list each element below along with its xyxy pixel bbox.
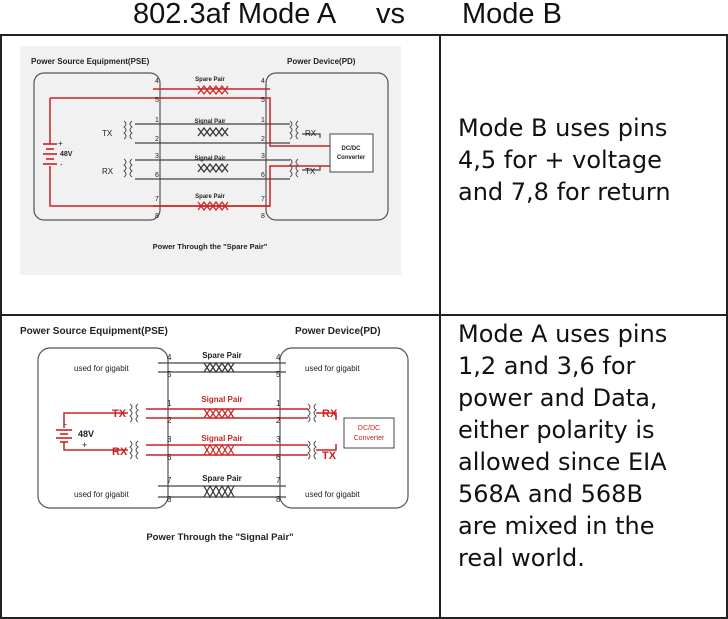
pse-box [33, 72, 161, 221]
pin-right-5: 5 [276, 370, 281, 379]
table-border [0, 34, 728, 619]
minus-sign: - [64, 419, 67, 429]
pin-left-3: 3 [167, 435, 172, 444]
pd-tx-label: TX [305, 167, 316, 176]
pair-label-3: Signal Pair [201, 434, 242, 443]
pin-left-4: 4 [155, 78, 159, 85]
twisted-pair-icons [203, 361, 235, 499]
title-vs: vs [376, 0, 405, 30]
comparison-table [0, 34, 728, 619]
pse-rx-label: RX [112, 446, 128, 458]
mode-b-description: Mode B uses pins 4,5 for + voltage and 7… [458, 114, 671, 206]
pair-label-1: Spare Pair [195, 77, 225, 83]
voltage-label: 48V [60, 151, 73, 158]
pse-tx-label: TX [102, 129, 113, 138]
pin-right-4: 4 [276, 353, 281, 362]
pd-label: Power Device(PD) [287, 57, 356, 66]
pin-right-3: 3 [261, 153, 265, 160]
title-mode-a: 802.3af Mode A [133, 0, 337, 30]
pd-box [279, 347, 409, 509]
battery-icon [43, 143, 57, 165]
converter-label: Converter [354, 435, 385, 442]
pse-rx-label: RX [102, 167, 114, 176]
page-title: 802.3af Mode A vs Mode B [0, 0, 728, 36]
pin-right-1: 1 [261, 117, 265, 124]
pse-label: Power Source Equipment(PSE) [31, 57, 150, 66]
mode-a-description: Mode A uses pins 1,2 and 3,6 for power a… [458, 320, 668, 572]
mode-a-diagram: Power Source Equipment(PSE) Power Device… [20, 326, 409, 543]
pin-right-4: 4 [261, 78, 265, 85]
minus-sign: - [60, 160, 63, 169]
pin-right-8: 8 [261, 213, 265, 220]
pair-label-2: Signal Pair [201, 395, 242, 404]
voltage-label: 48V [78, 429, 94, 439]
pin-left-1: 1 [167, 399, 172, 408]
plus-sign: + [82, 440, 87, 450]
title-mode-b: Mode B [462, 0, 562, 30]
pd-rx-label: RX [322, 408, 338, 420]
pin-right-2: 2 [261, 136, 265, 143]
pin-left-5: 5 [167, 370, 172, 379]
pin-left-7: 7 [167, 476, 172, 485]
twisted-pair-icons [197, 85, 229, 211]
plus-sign: + [58, 139, 63, 148]
pse-tx-label: TX [112, 408, 127, 420]
gigabit-label-pd-top: used for gigabit [305, 364, 360, 373]
pair-label-4: Spare Pair [202, 474, 242, 483]
pd-rx-label: RX [305, 129, 317, 138]
pair-label-4: Spare Pair [195, 194, 225, 200]
pse-box [37, 347, 169, 509]
pd-label: Power Device(PD) [295, 326, 381, 337]
converter-label: Converter [337, 155, 366, 161]
pd-box [265, 72, 389, 221]
pin-right-2: 2 [276, 416, 281, 425]
pin-left-3: 3 [155, 153, 159, 160]
pin-left-6: 6 [167, 453, 172, 462]
dcdc-label: DC/DC [342, 146, 362, 152]
pin-right-6: 6 [261, 172, 265, 179]
transformer-icons [129, 403, 317, 460]
dcdc-converter-box [343, 417, 395, 449]
pair-label-2: Signal Pair [194, 119, 226, 125]
pin-left-2: 2 [167, 416, 172, 425]
gigabit-label-pd-bottom: used for gigabit [305, 490, 360, 499]
gigabit-label-pse-top: used for gigabit [74, 364, 129, 373]
gigabit-label-pse-bottom: used for gigabit [74, 490, 129, 499]
pin-left-8: 8 [155, 213, 159, 220]
pin-right-5: 5 [261, 97, 265, 104]
pse-label: Power Source Equipment(PSE) [20, 326, 168, 337]
pair-label-3: Signal Pair [194, 156, 226, 162]
pin-left-1: 1 [155, 117, 159, 124]
mode-b-diagram: Power Source Equipment(PSE) Power Device… [20, 46, 401, 275]
pin-left-2: 2 [155, 136, 159, 143]
signal-lines [135, 123, 321, 180]
power-loop [63, 408, 337, 456]
pin-left-6: 6 [155, 172, 159, 179]
battery-icon [56, 429, 72, 443]
caption: Power Through the "Spare Pair" [153, 242, 268, 251]
dcdc-label: DC/DC [358, 425, 380, 432]
pin-right-7: 7 [276, 476, 281, 485]
transformer-icons [123, 120, 299, 178]
pin-left-4: 4 [167, 353, 172, 362]
pin-right-6: 6 [276, 453, 281, 462]
pin-right-8: 8 [276, 495, 281, 504]
pin-left-5: 5 [155, 97, 159, 104]
pin-right-1: 1 [276, 399, 281, 408]
pd-tx-label: TX [322, 450, 337, 462]
pin-right-3: 3 [276, 435, 281, 444]
dcdc-converter-box [329, 133, 374, 173]
power-loop [49, 88, 330, 207]
caption: Power Through the "Signal Pair" [146, 532, 293, 543]
pair-label-1: Spare Pair [202, 351, 242, 360]
pin-left-7: 7 [155, 196, 159, 203]
pin-right-7: 7 [261, 196, 265, 203]
pin-left-8: 8 [167, 495, 172, 504]
